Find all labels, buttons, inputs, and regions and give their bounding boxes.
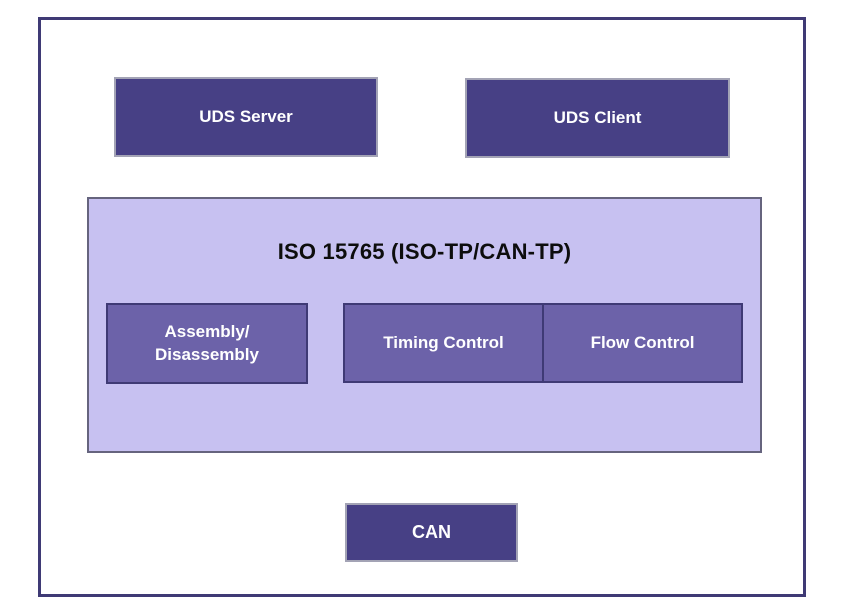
can-label: CAN (412, 522, 451, 542)
uds-server-label: UDS Server (199, 107, 293, 126)
control-group-box: Timing Control Flow Control (343, 303, 743, 383)
assembly-disassembly-label: Assembly/ Disassembly (155, 321, 259, 364)
flow-control-box: Flow Control (542, 305, 741, 381)
timing-control-box: Timing Control (345, 305, 542, 381)
uds-client-box: UDS Client (465, 78, 730, 158)
uds-client-label: UDS Client (553, 108, 642, 127)
can-box: CAN (345, 503, 518, 562)
assembly-disassembly-box: Assembly/ Disassembly (106, 303, 308, 384)
flow-control-label: Flow Control (590, 333, 695, 352)
uds-server-box: UDS Server (114, 77, 378, 157)
outer-frame: UDS Server UDS Client ISO 15765 (ISO-TP/… (38, 17, 806, 597)
iso-15765-layer-box: ISO 15765 (ISO-TP/CAN-TP) Assembly/ Disa… (87, 197, 762, 453)
timing-control-label: Timing Control (383, 333, 504, 352)
iso-layer-title: ISO 15765 (ISO-TP/CAN-TP) (277, 239, 572, 264)
